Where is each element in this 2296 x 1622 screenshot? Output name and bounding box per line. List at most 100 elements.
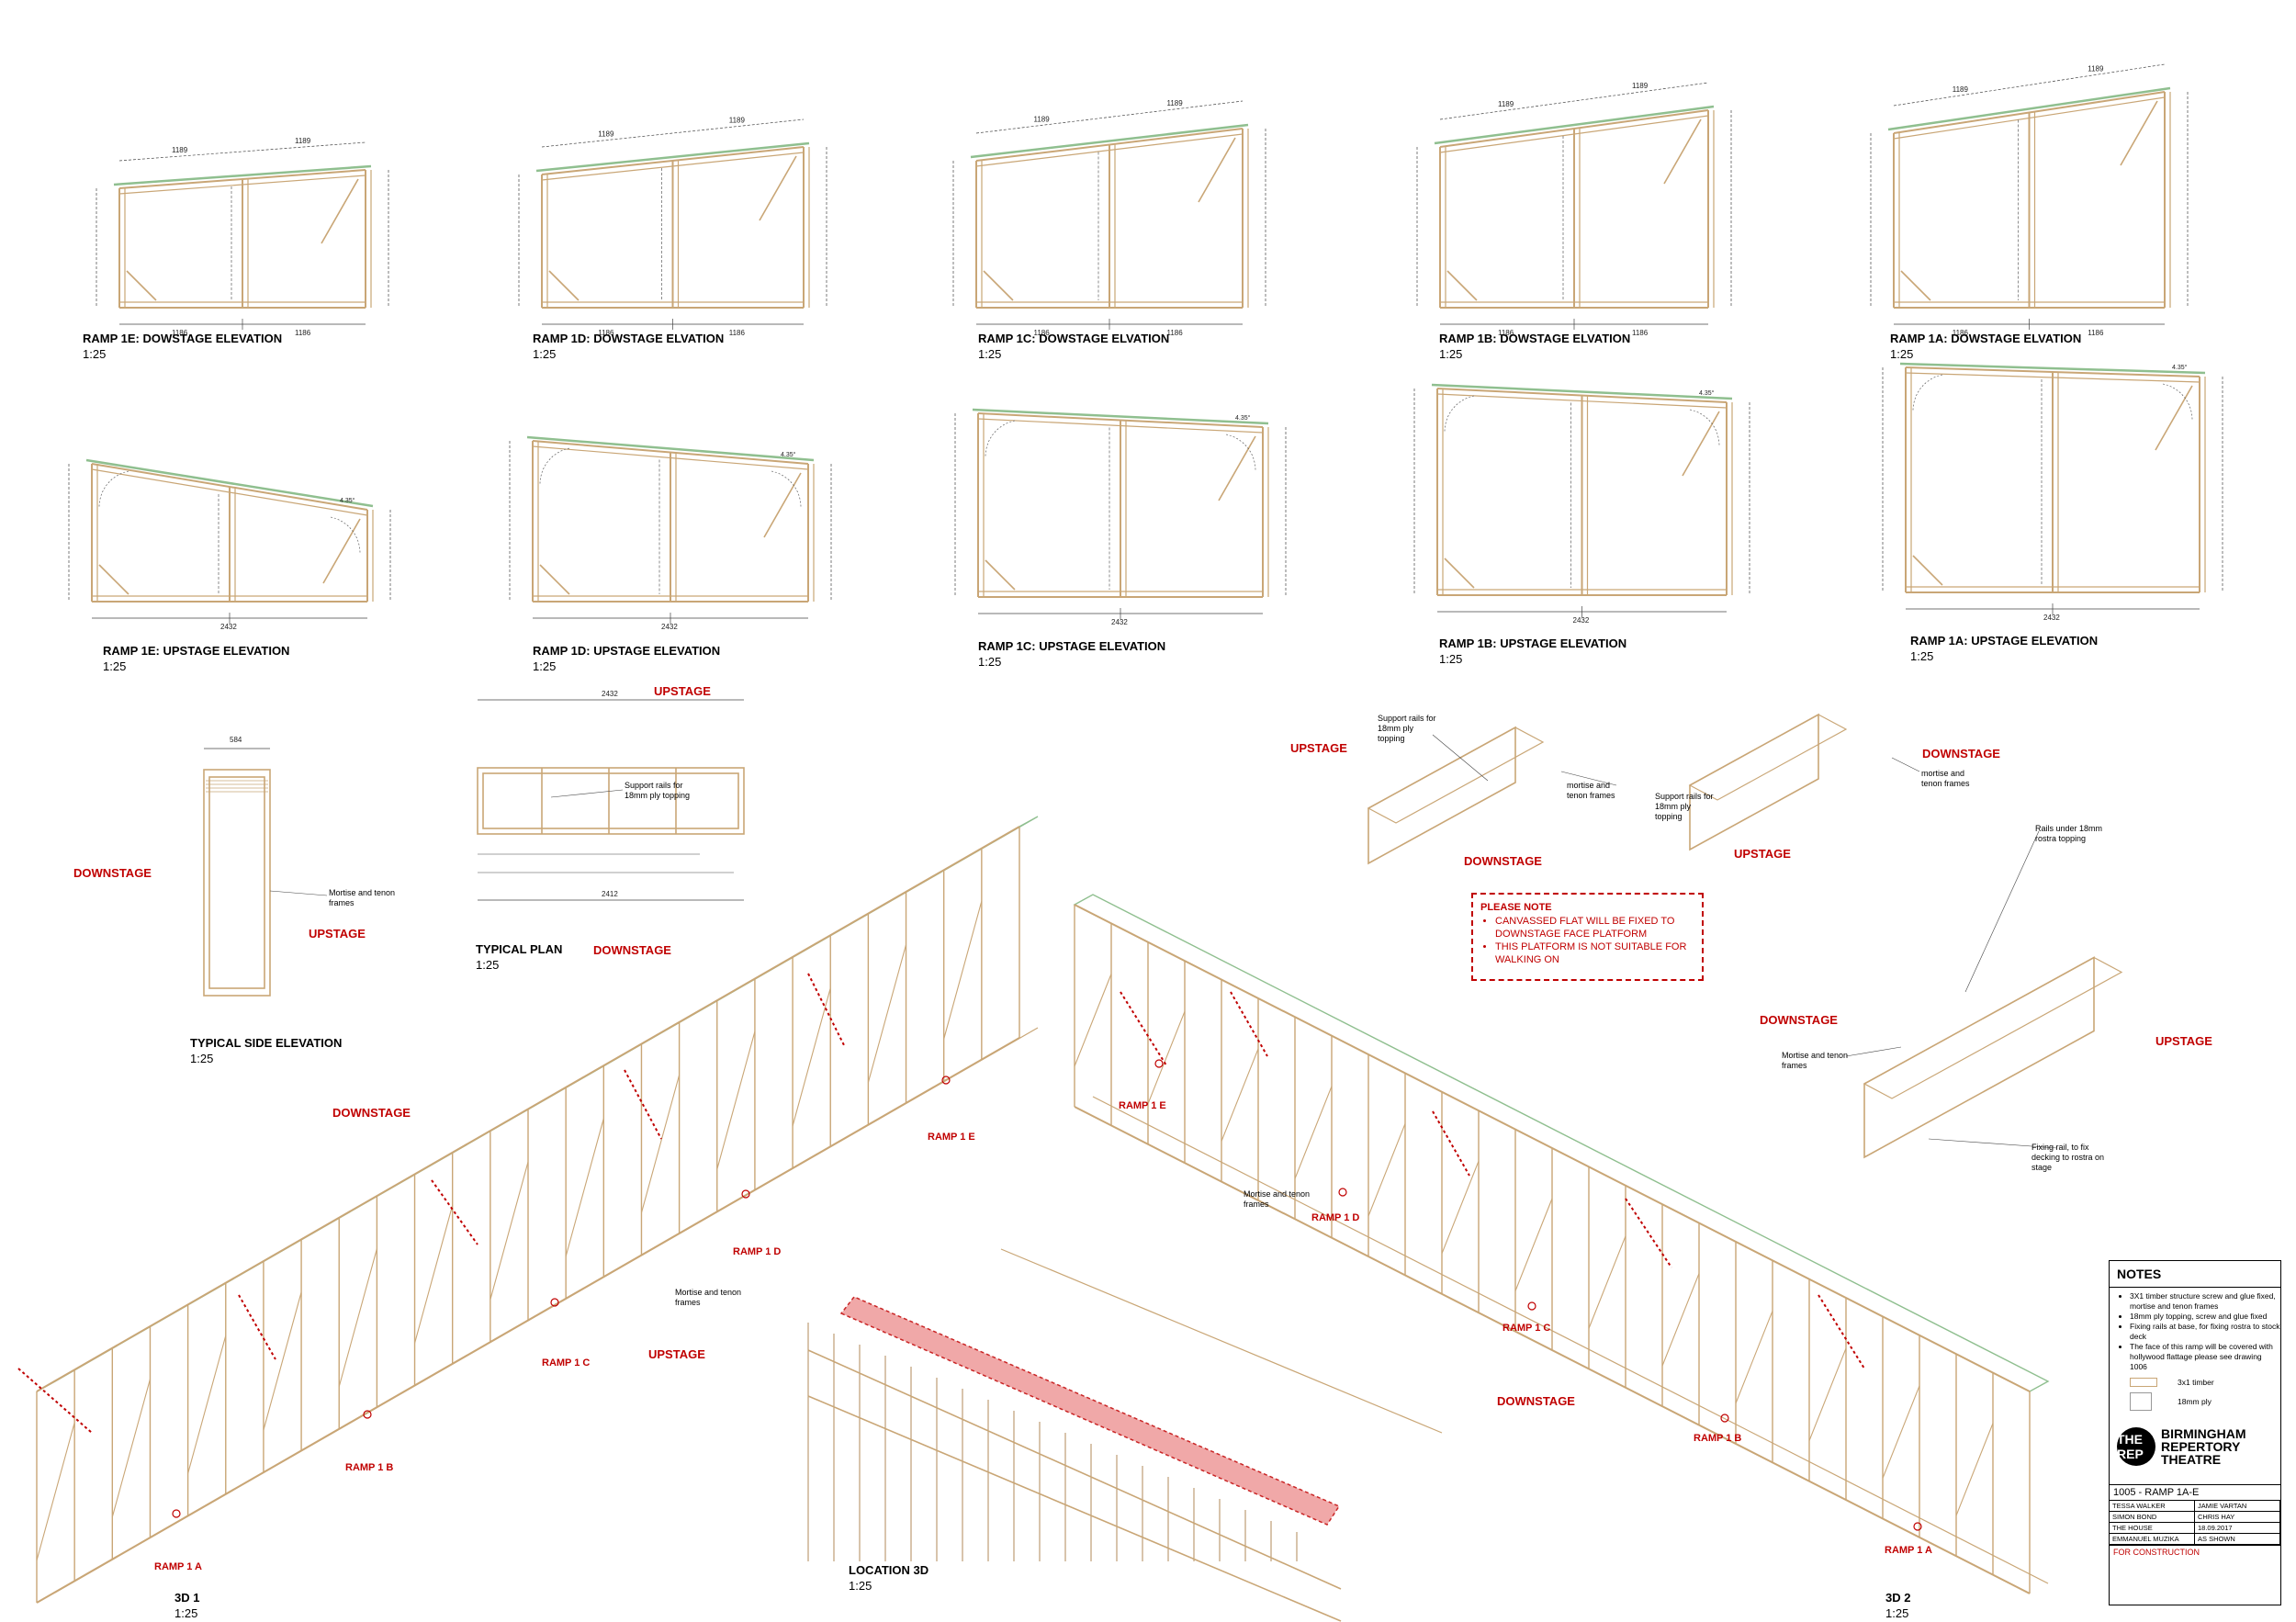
elev-dim-top [1439, 82, 1709, 120]
section-divider-dash [17, 1368, 93, 1434]
dim-label: 2432 [2043, 614, 2060, 622]
ramp-3d1-brace [792, 987, 831, 1127]
ramp-3d2-brace [1808, 1347, 1847, 1441]
notes-heading: NOTES [2110, 1261, 2280, 1288]
elev-ply-top [113, 164, 372, 186]
det-mortise-1: mortise and tenon frames [1567, 781, 1615, 800]
ramp-label-1c-3d2: RAMP 1 C [1503, 1323, 1551, 1334]
ramp-marker [363, 1410, 372, 1419]
dim-label: 1189 [1632, 82, 1649, 90]
dim-label: 1186 [2088, 329, 2104, 337]
ramp-3d1-brace [490, 1161, 529, 1301]
detail-leader [1928, 1138, 2058, 1149]
ramp-3d2-brace [1735, 1311, 1773, 1404]
ramp-3d1-back-base [54, 1027, 1039, 1594]
elev-ply-top [526, 435, 815, 462]
elev-ply-top [970, 123, 1249, 159]
plan-leader [550, 789, 624, 798]
tb-status: FOR CONSTRUCTION [2110, 1545, 2280, 1559]
view-scale-3d2: 1:25 [1885, 1606, 1909, 1620]
elev-dim-top [1893, 63, 2166, 107]
legend-ply-label: 18mm ply [2178, 1397, 2212, 1406]
elev-brace [1446, 270, 1478, 301]
ramp-label-1a-3d2: RAMP 1 A [1885, 1545, 1932, 1556]
rep-logo-mark: THE REP [2117, 1427, 2155, 1466]
dim-label: 1186 [729, 329, 746, 337]
dim-label: 1186 [1953, 329, 1969, 337]
elev-brace [1682, 411, 1720, 477]
dim-label: 1186 [1632, 329, 1649, 337]
elev-title-1b-down: RAMP 1B: DOWSTAGE ELVATION [1439, 332, 1631, 345]
elev-angle-arc [1225, 434, 1256, 472]
detail-leader [1891, 757, 1920, 772]
elev-dim-top [541, 118, 805, 148]
detail-leader [1964, 830, 2040, 993]
det-fixing: Fixing rail, to fix decking to rostra on… [2032, 1143, 2105, 1172]
elev-scale-1d-down: 1:25 [533, 347, 557, 361]
tb-drawn: EMMANUEL MUZIKA [2110, 1534, 2195, 1545]
view-scale-location: 1:25 [849, 1579, 872, 1593]
elev-ply-top [1431, 383, 1733, 400]
detail-iso-3-top [1863, 956, 2123, 1099]
elev-angle-arc [330, 516, 361, 555]
elev-title-1e-down: RAMP 1E: DOWSTAGE ELEVATION [83, 332, 283, 345]
section-divider-dash [238, 1294, 276, 1360]
dir-downstage-det1: DOWNSTAGE [1464, 854, 1542, 868]
section-divider-dash [431, 1179, 478, 1245]
tb-date: 18.09.2017 [2195, 1523, 2280, 1534]
elev-brace [983, 270, 1014, 301]
view-title-3d2: 3D 2 [1885, 1591, 1911, 1605]
dim-label: 2432 [661, 623, 678, 631]
elev-brace [2155, 385, 2193, 451]
elev-angle-arc [539, 447, 570, 486]
dim-label: 1186 [172, 329, 188, 337]
elev-angle-arc [771, 470, 802, 509]
ramp-label-1c-3d1: RAMP 1 C [542, 1357, 591, 1369]
elev-brace [985, 559, 1016, 591]
elev-brace [322, 518, 361, 584]
plan-scale: 1:25 [476, 958, 500, 972]
dim-label: 1189 [598, 130, 614, 139]
section-divider-dash [1230, 991, 1268, 1057]
side-elevation-frame [203, 769, 271, 997]
elev-brace [1900, 270, 1931, 301]
elev-brace [1663, 118, 1702, 185]
detail-leader [1560, 771, 1617, 786]
please-note-heading: PLEASE NOTE [1480, 902, 1552, 913]
please-note-item: THIS PLATFORM IS NOT SUITABLE FOR WALKIN… [1495, 941, 1694, 966]
angle-label: 4.35° [781, 451, 796, 458]
side-elevation-title: TYPICAL SIDE ELEVATION [190, 1036, 343, 1050]
elev-scale-1a-up: 1:25 [1910, 649, 1934, 663]
elev-scale-1c-up: 1:25 [978, 655, 1002, 669]
timber-swatch [2130, 1378, 2157, 1387]
ramp-3d1-brace [867, 944, 907, 1083]
elev-brace [1912, 555, 1943, 586]
det-mortise-3: Mortise and tenon frames [1782, 1051, 1849, 1070]
dir-upstage-3d1: UPSTAGE [648, 1347, 705, 1361]
sheet-title: 1005 - RAMP 1A-E [2110, 1484, 2280, 1500]
elev-title-1b-up: RAMP 1B: UPSTAGE ELEVATION [1439, 636, 1627, 650]
angle-label: 4.35° [1235, 414, 1251, 422]
ramp-3d1-brace [414, 1205, 454, 1344]
dir-downstage-side: DOWNSTAGE [73, 866, 152, 880]
ramp-marker [550, 1298, 559, 1307]
ramp-3d1-brace [565, 1118, 604, 1256]
elev-scale-1b-up: 1:25 [1439, 652, 1463, 666]
ramp-marker [941, 1076, 951, 1085]
elev-ply-top [1434, 105, 1715, 145]
ramp-3d1-brace [111, 1379, 151, 1517]
dim-label: 1186 [598, 329, 614, 337]
dir-upstage-det1: UPSTAGE [1290, 741, 1347, 755]
ramp-label-1e-3d2: RAMP 1 E [1119, 1100, 1166, 1111]
note-item: The face of this ramp will be covered wi… [2130, 1342, 2280, 1372]
dim-label: 1189 [1034, 115, 1051, 123]
dim-label: 2432 [1573, 616, 1590, 625]
angle-label: 4.35° [1699, 389, 1715, 397]
elev-dim-top [118, 141, 366, 162]
elev-ply-top [1887, 86, 2171, 131]
dir-downstage-3d1: DOWNSTAGE [332, 1106, 411, 1120]
dim-label: 1186 [1498, 329, 1514, 337]
elev-title-1c-down: RAMP 1C: DOWSTAGE ELVATION [978, 332, 1170, 345]
side-elevation-leader [269, 890, 328, 896]
elev-ply-top [1899, 362, 2206, 375]
